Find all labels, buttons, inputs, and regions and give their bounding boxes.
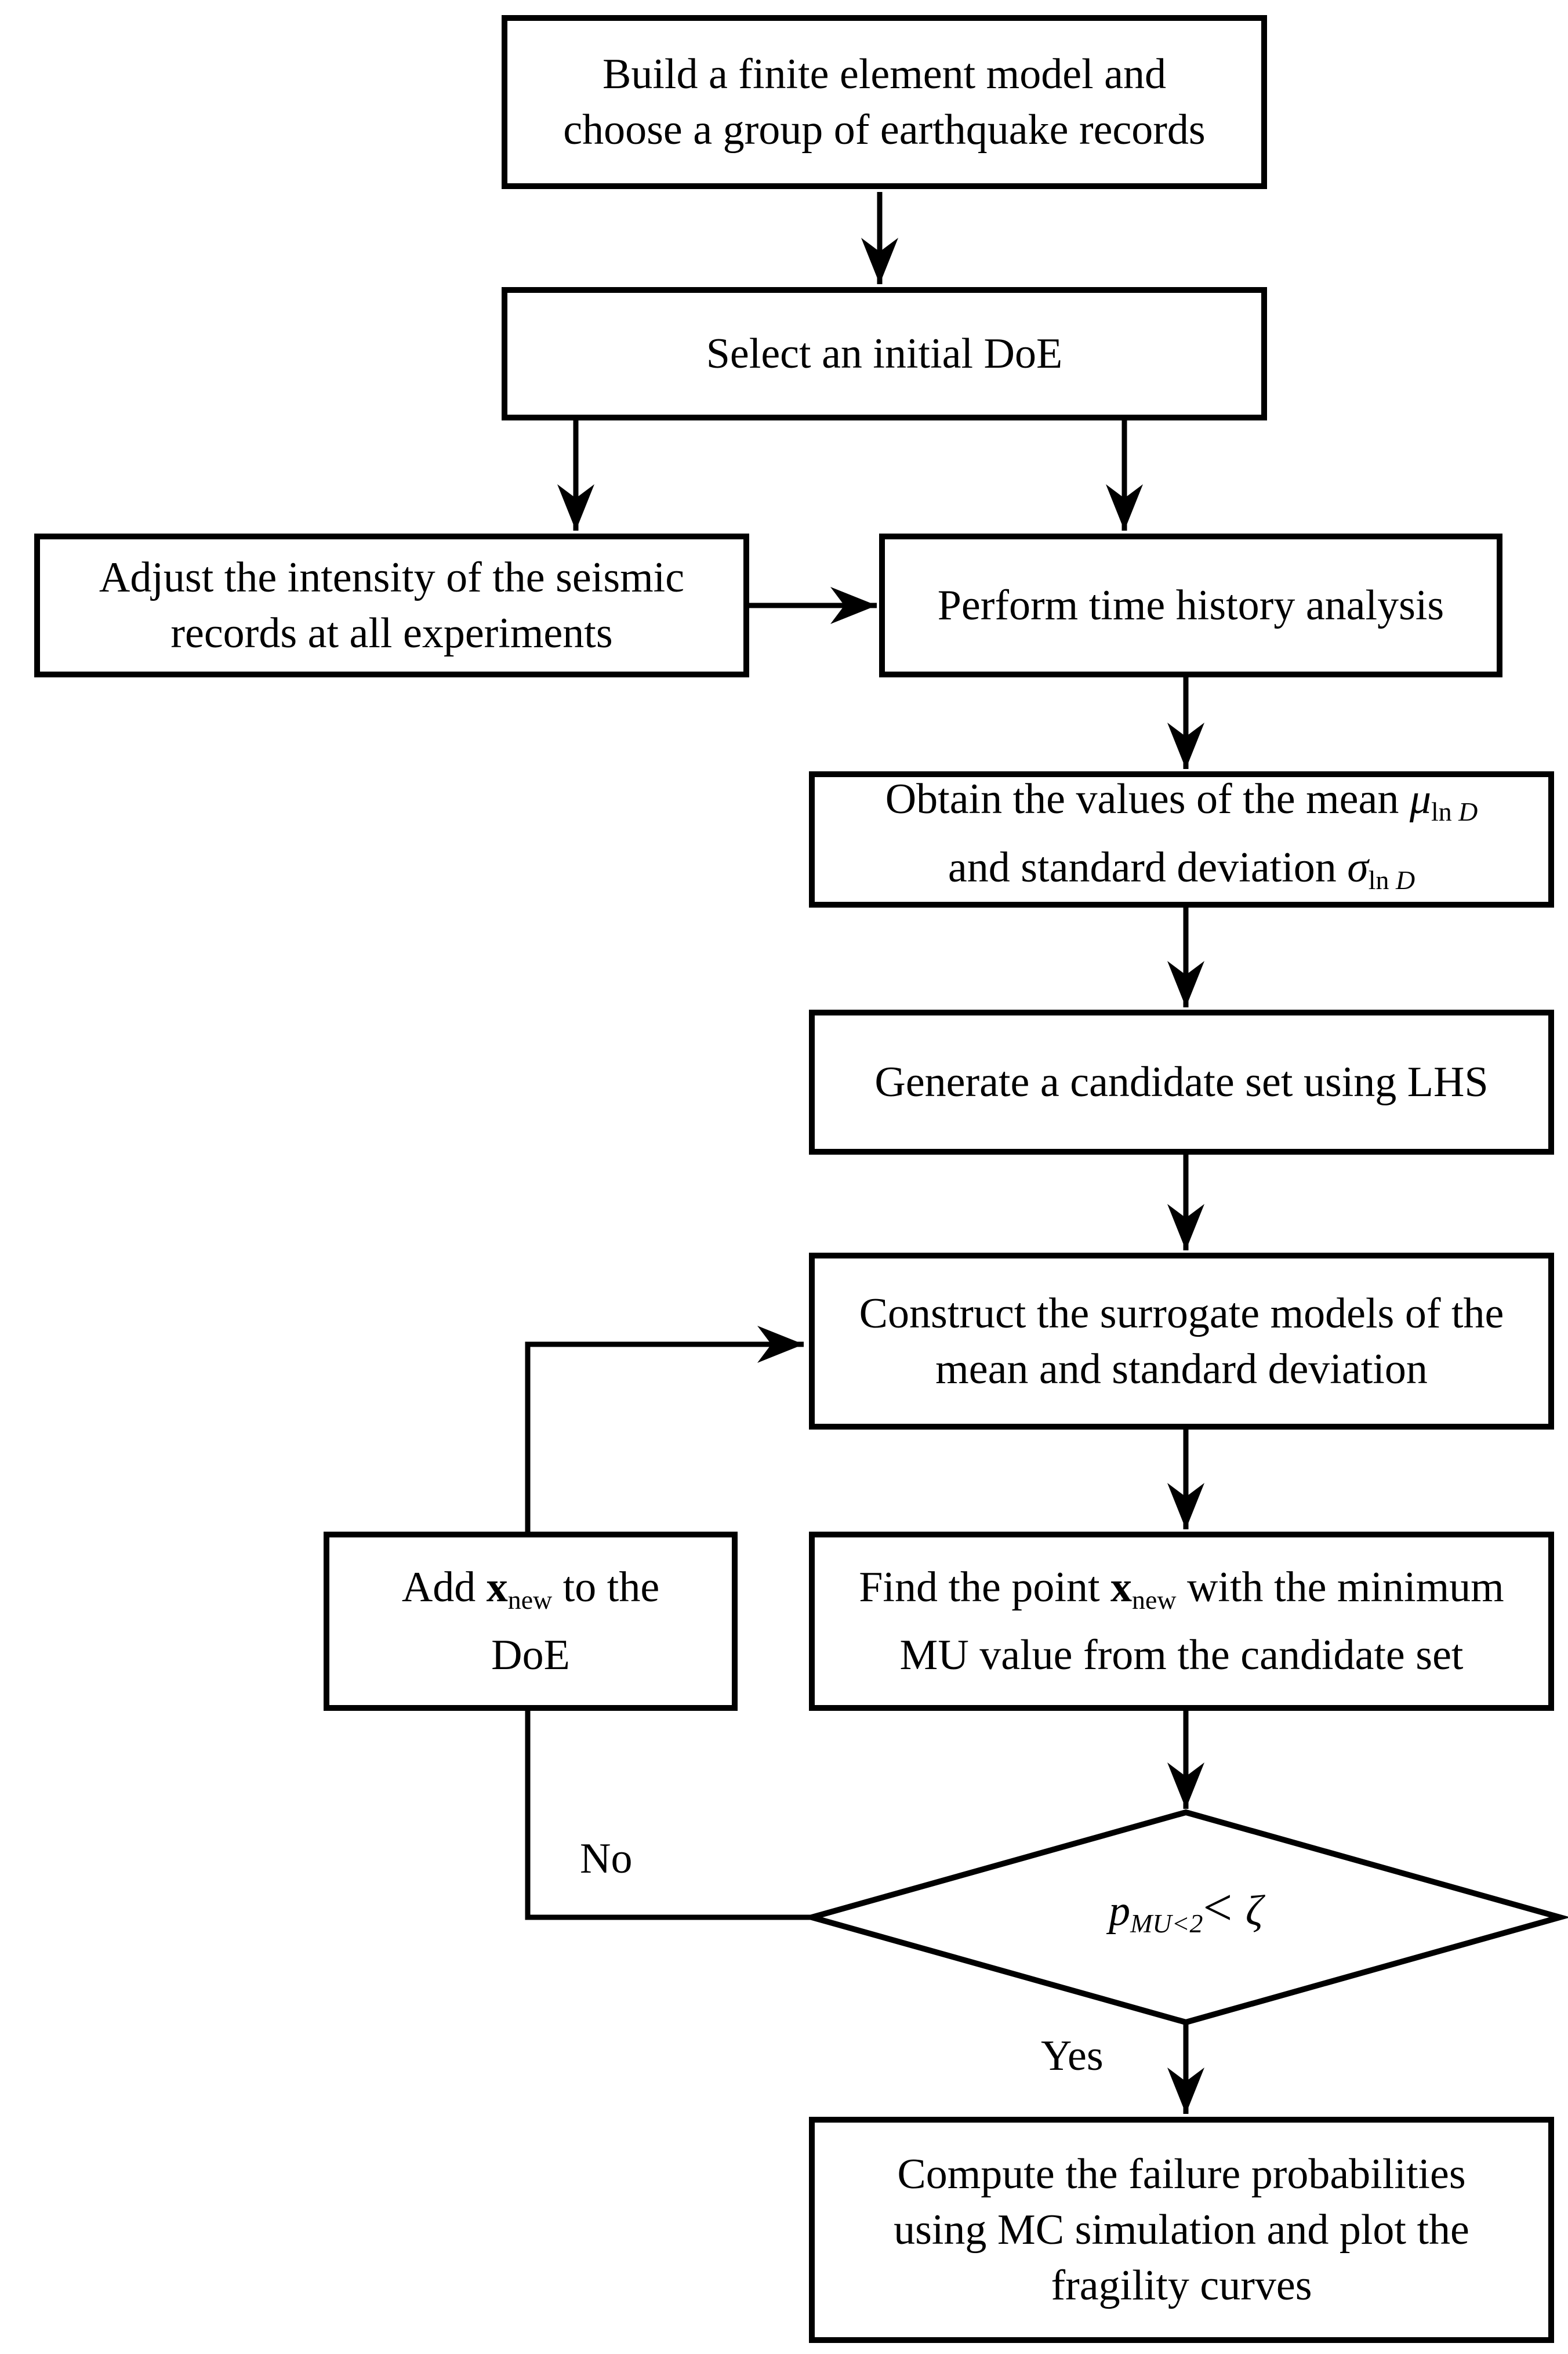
node-select-doe: Select an initial DoE bbox=[502, 287, 1267, 420]
node-perform-time-history: Perform time history analysis bbox=[879, 534, 1502, 677]
line-decision-no-to-add bbox=[525, 1711, 812, 1920]
edge-label-no: No bbox=[580, 1835, 633, 1883]
arrow-add-to-construct bbox=[525, 1326, 804, 1532]
edge-label-yes: Yes bbox=[1041, 2032, 1104, 2080]
node-generate-candidate-lhs: Generate a candidate set using LHS bbox=[809, 1010, 1554, 1155]
decision-diamond-shape bbox=[801, 1809, 1568, 2026]
decision-pmu-label: pMU<2< ζ bbox=[1109, 1878, 1263, 1938]
